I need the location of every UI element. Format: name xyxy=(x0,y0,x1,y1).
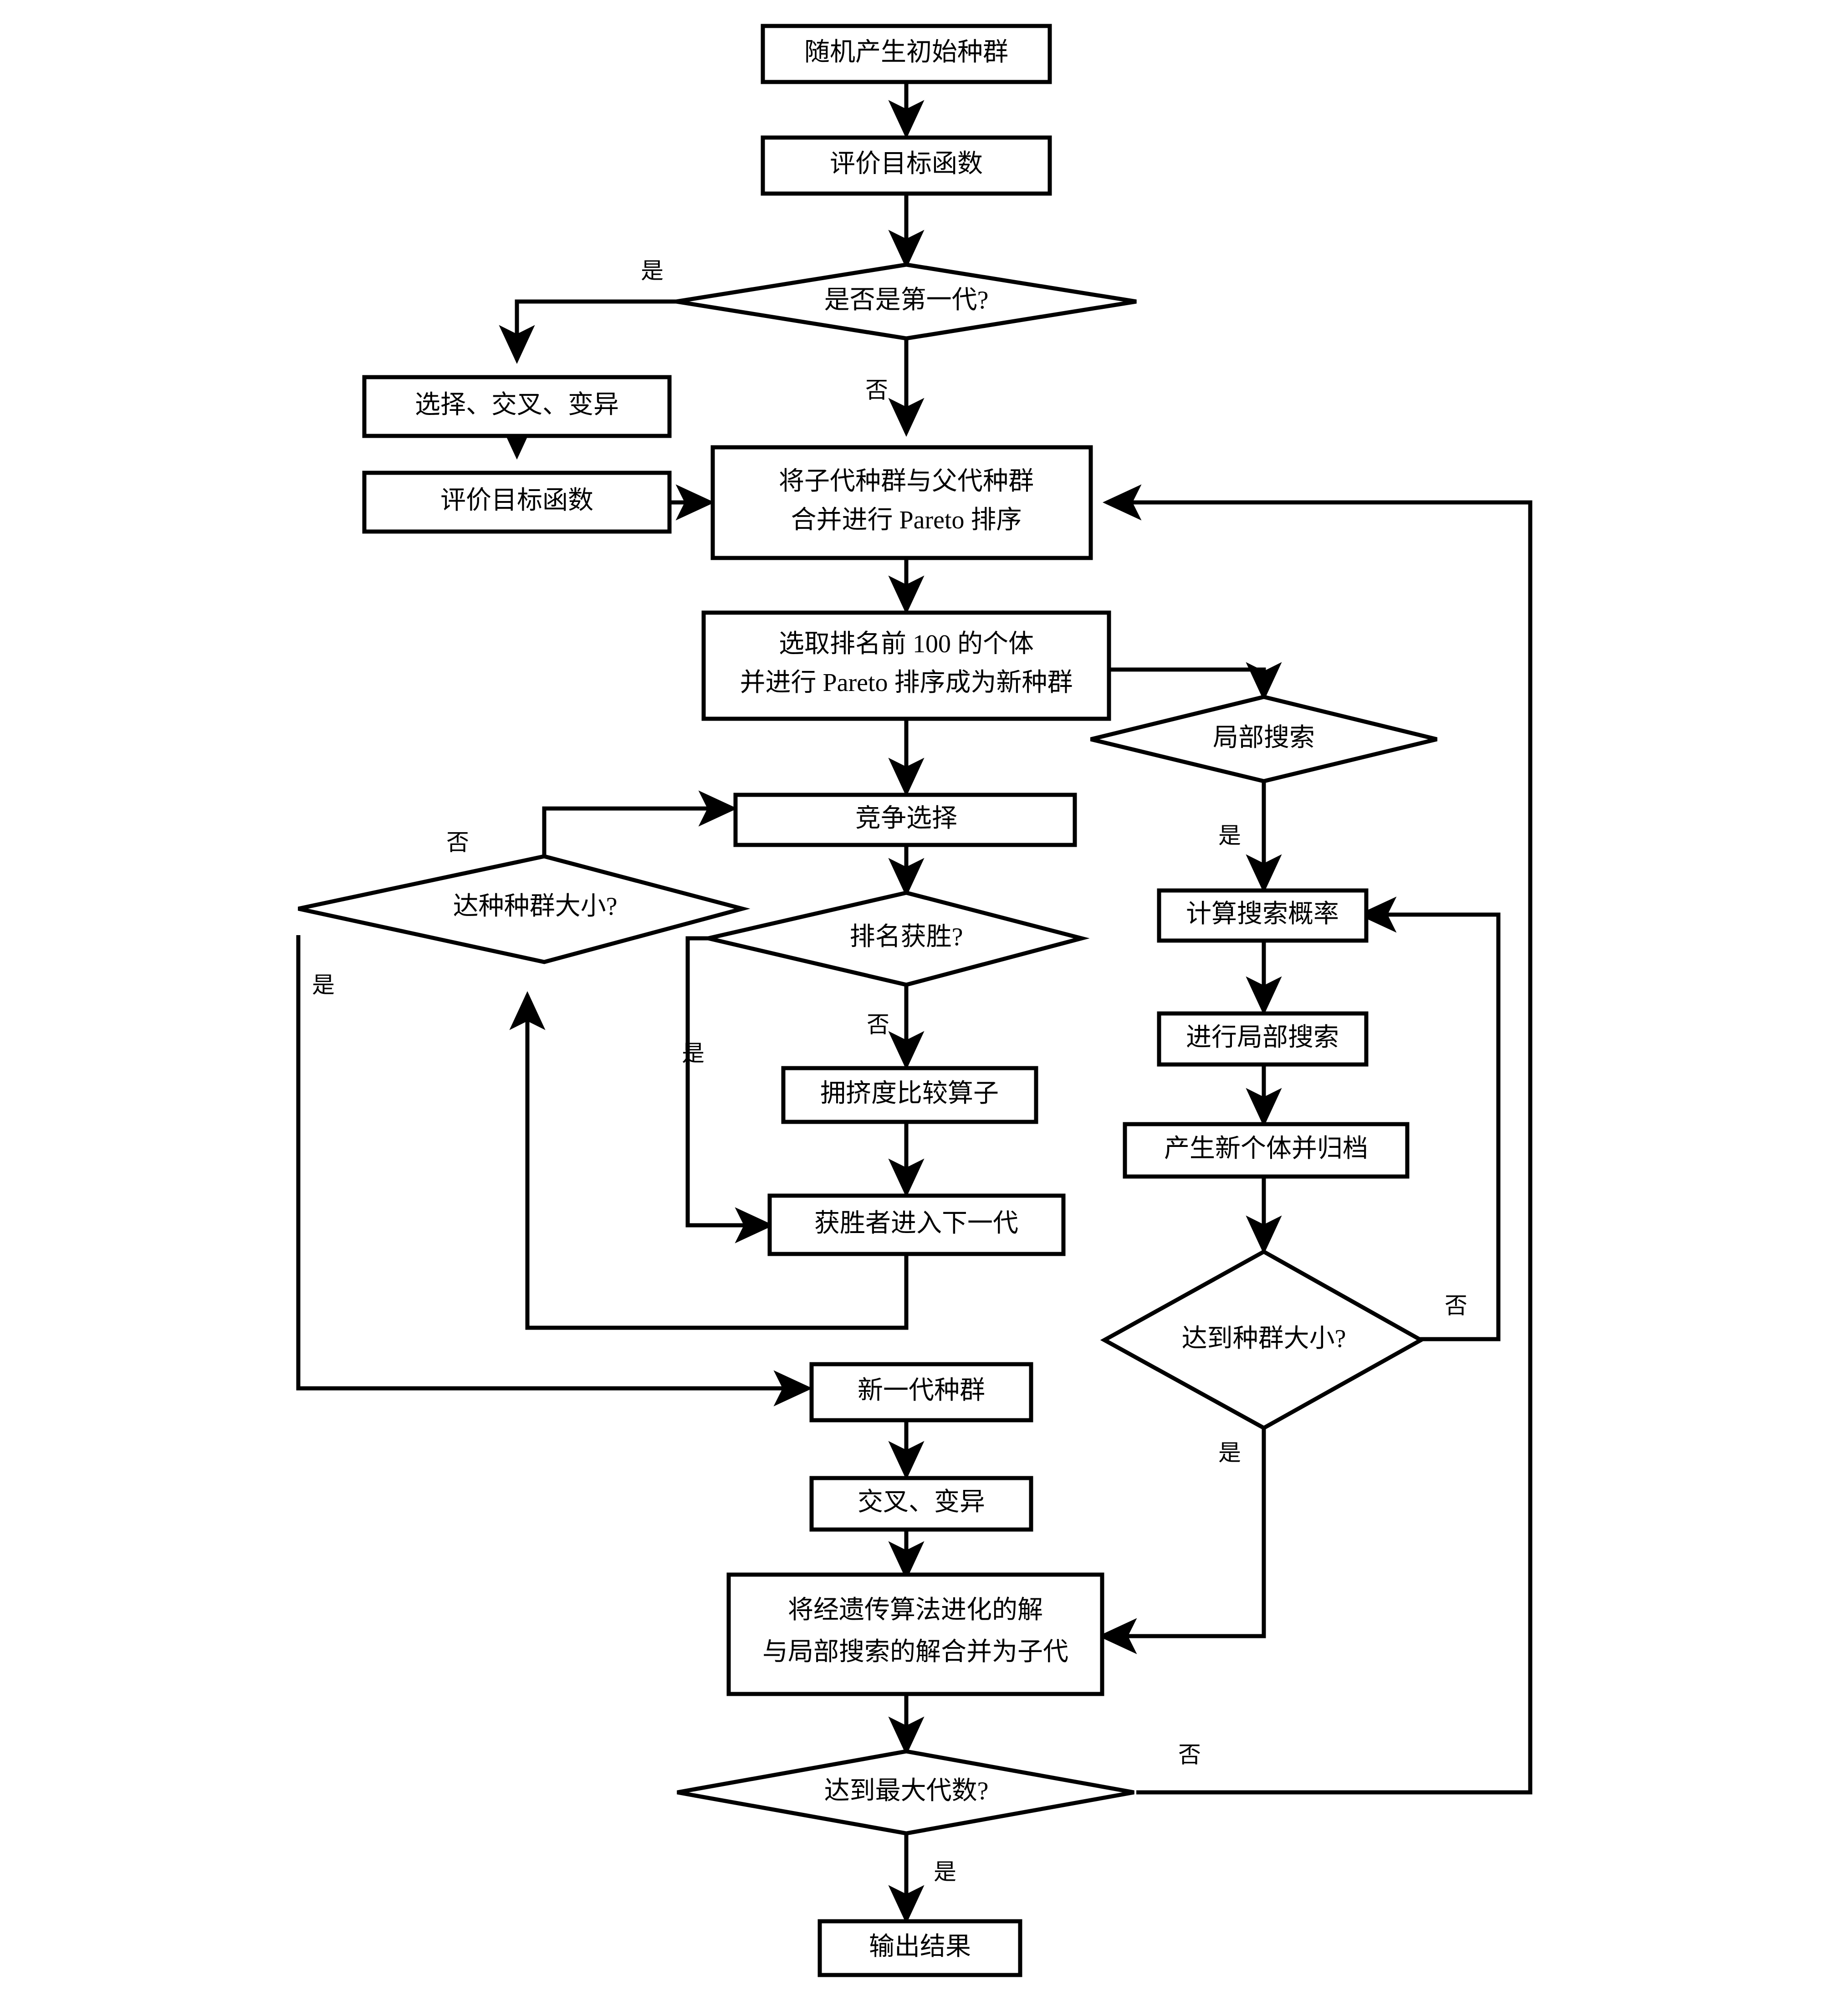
node-merge-offspring[interactable]: 将经遗传算法进化的解 与局部搜索的解合并为子代 xyxy=(726,1572,1104,1696)
node-merge-offspring-line1: 将经遗传算法进化的解 xyxy=(788,1596,1043,1624)
edge-label-rankwins-yes: 是 xyxy=(682,1040,705,1066)
edge-label-reachpopleft-no: 否 xyxy=(446,829,469,855)
node-crowding-operator[interactable]: 拥挤度比较算子 xyxy=(781,1066,1038,1124)
node-rank-wins-label: 排名获胜? xyxy=(850,923,963,951)
node-reach-pop-size-left[interactable]: 达种种群大小? xyxy=(298,854,751,964)
node-new-generation-label: 新一代种群 xyxy=(858,1376,985,1405)
node-rank-wins[interactable]: 排名获胜? xyxy=(707,890,1090,987)
edge-label-firstgen-yes: 是 xyxy=(641,258,664,283)
node-merge-pareto-sort-line1: 将子代种群与父代种群 xyxy=(779,467,1034,496)
edge-label-firstgen-no: 否 xyxy=(865,377,888,403)
edge-top100-to-localsearch xyxy=(1108,662,1282,701)
node-output-result[interactable]: 输出结果 xyxy=(817,1919,1022,1977)
node-merge-offspring-line2: 与局部搜索的解合并为子代 xyxy=(762,1638,1068,1666)
node-new-generation[interactable]: 新一代种群 xyxy=(809,1362,1033,1422)
edge-winner-to-reachpopleft xyxy=(509,991,909,1330)
node-new-individual-archive[interactable]: 产生新个体并归档 xyxy=(1123,1122,1410,1179)
node-evaluate-objective-2[interactable]: 评价目标函数 xyxy=(362,471,672,534)
node-evaluate-objective-2-label: 评价目标函数 xyxy=(440,486,593,515)
edge-firstgen-yes xyxy=(499,299,688,364)
node-reach-max-gen-label: 达到最大代数? xyxy=(824,1777,989,1805)
edge-reachpopleft-yes xyxy=(296,935,812,1407)
node-select-cross-mutate-label: 选择、交叉、变异 xyxy=(415,391,619,419)
edge-reachpopright-yes xyxy=(1098,1428,1266,1654)
node-select-top100-line2: 并进行 Pareto 排序成为新种群 xyxy=(740,669,1073,697)
node-init-population-label: 随机产生初始种群 xyxy=(804,38,1008,67)
edge-maxgen-no xyxy=(1103,484,1533,1795)
node-tournament-select-label: 竞争选择 xyxy=(855,804,957,833)
node-reach-pop-size-right-label: 达到种群大小? xyxy=(1182,1325,1346,1353)
edge-rankwins-yes xyxy=(685,936,774,1243)
node-winner-next-gen[interactable]: 获胜者进入下一代 xyxy=(767,1193,1066,1256)
node-reach-pop-size-right[interactable]: 达到种群大小? xyxy=(1100,1249,1425,1431)
edge-label-maxgen-yes: 是 xyxy=(934,1859,956,1884)
edge-label-maxgen-no: 否 xyxy=(1178,1742,1201,1767)
node-merge-pareto-sort-line2: 合并进行 Pareto 排序 xyxy=(791,506,1022,534)
edge-label-reachpopleft-yes: 是 xyxy=(312,972,335,998)
node-do-local-search-label: 进行局部搜索 xyxy=(1186,1023,1339,1052)
node-local-search-check-label: 局部搜索 xyxy=(1213,724,1315,752)
edge-reachpopright-no xyxy=(1358,896,1501,1341)
node-output-result-label: 输出结果 xyxy=(869,1933,971,1961)
node-select-top100[interactable]: 选取排名前 100 的个体 并进行 Pareto 排序成为新种群 xyxy=(701,610,1111,721)
node-cross-mutate-label: 交叉、变异 xyxy=(858,1488,985,1516)
node-local-search-check[interactable]: 局部搜索 xyxy=(1090,695,1438,783)
node-compute-search-prob-label: 计算搜索概率 xyxy=(1186,900,1339,928)
node-select-cross-mutate[interactable]: 选择、交叉、变异 xyxy=(362,375,672,438)
node-select-top100-line1: 选取排名前 100 的个体 xyxy=(779,630,1034,658)
node-reach-max-gen[interactable]: 达到最大代数? xyxy=(677,1749,1134,1836)
node-evaluate-objective-1[interactable]: 评价目标函数 xyxy=(761,135,1052,196)
edge-label-reachpopright-no: 否 xyxy=(1445,1293,1467,1318)
node-evaluate-objective-1-label: 评价目标函数 xyxy=(830,150,983,178)
node-crowding-operator-label: 拥挤度比较算子 xyxy=(820,1080,999,1108)
node-compute-search-prob[interactable]: 计算搜索概率 xyxy=(1157,888,1369,943)
node-new-individual-archive-label: 产生新个体并归档 xyxy=(1164,1135,1368,1163)
node-do-local-search[interactable]: 进行局部搜索 xyxy=(1157,1011,1369,1067)
edge-label-rankwins-no: 否 xyxy=(867,1012,889,1037)
node-merge-pareto-sort[interactable]: 将子代种群与父代种群 合并进行 Pareto 排序 xyxy=(710,445,1093,560)
node-winner-next-gen-label: 获胜者进入下一代 xyxy=(814,1209,1018,1238)
node-is-first-generation[interactable]: 是否是第一代? xyxy=(676,262,1137,341)
edge-label-reachpopright-yes: 是 xyxy=(1218,1440,1241,1465)
node-init-population[interactable]: 随机产生初始种群 xyxy=(761,24,1052,84)
node-is-first-generation-label: 是否是第一代? xyxy=(824,286,989,314)
node-reach-pop-size-left-label: 达种种群大小? xyxy=(453,892,618,921)
node-tournament-select[interactable]: 竞争选择 xyxy=(733,793,1077,847)
edge-labels: 是 否 是 否 是 是 否 否 是 否 是 xyxy=(312,258,1467,1884)
node-cross-mutate[interactable]: 交叉、变异 xyxy=(809,1476,1033,1532)
edge-label-localsearch-yes: 是 xyxy=(1218,823,1241,848)
